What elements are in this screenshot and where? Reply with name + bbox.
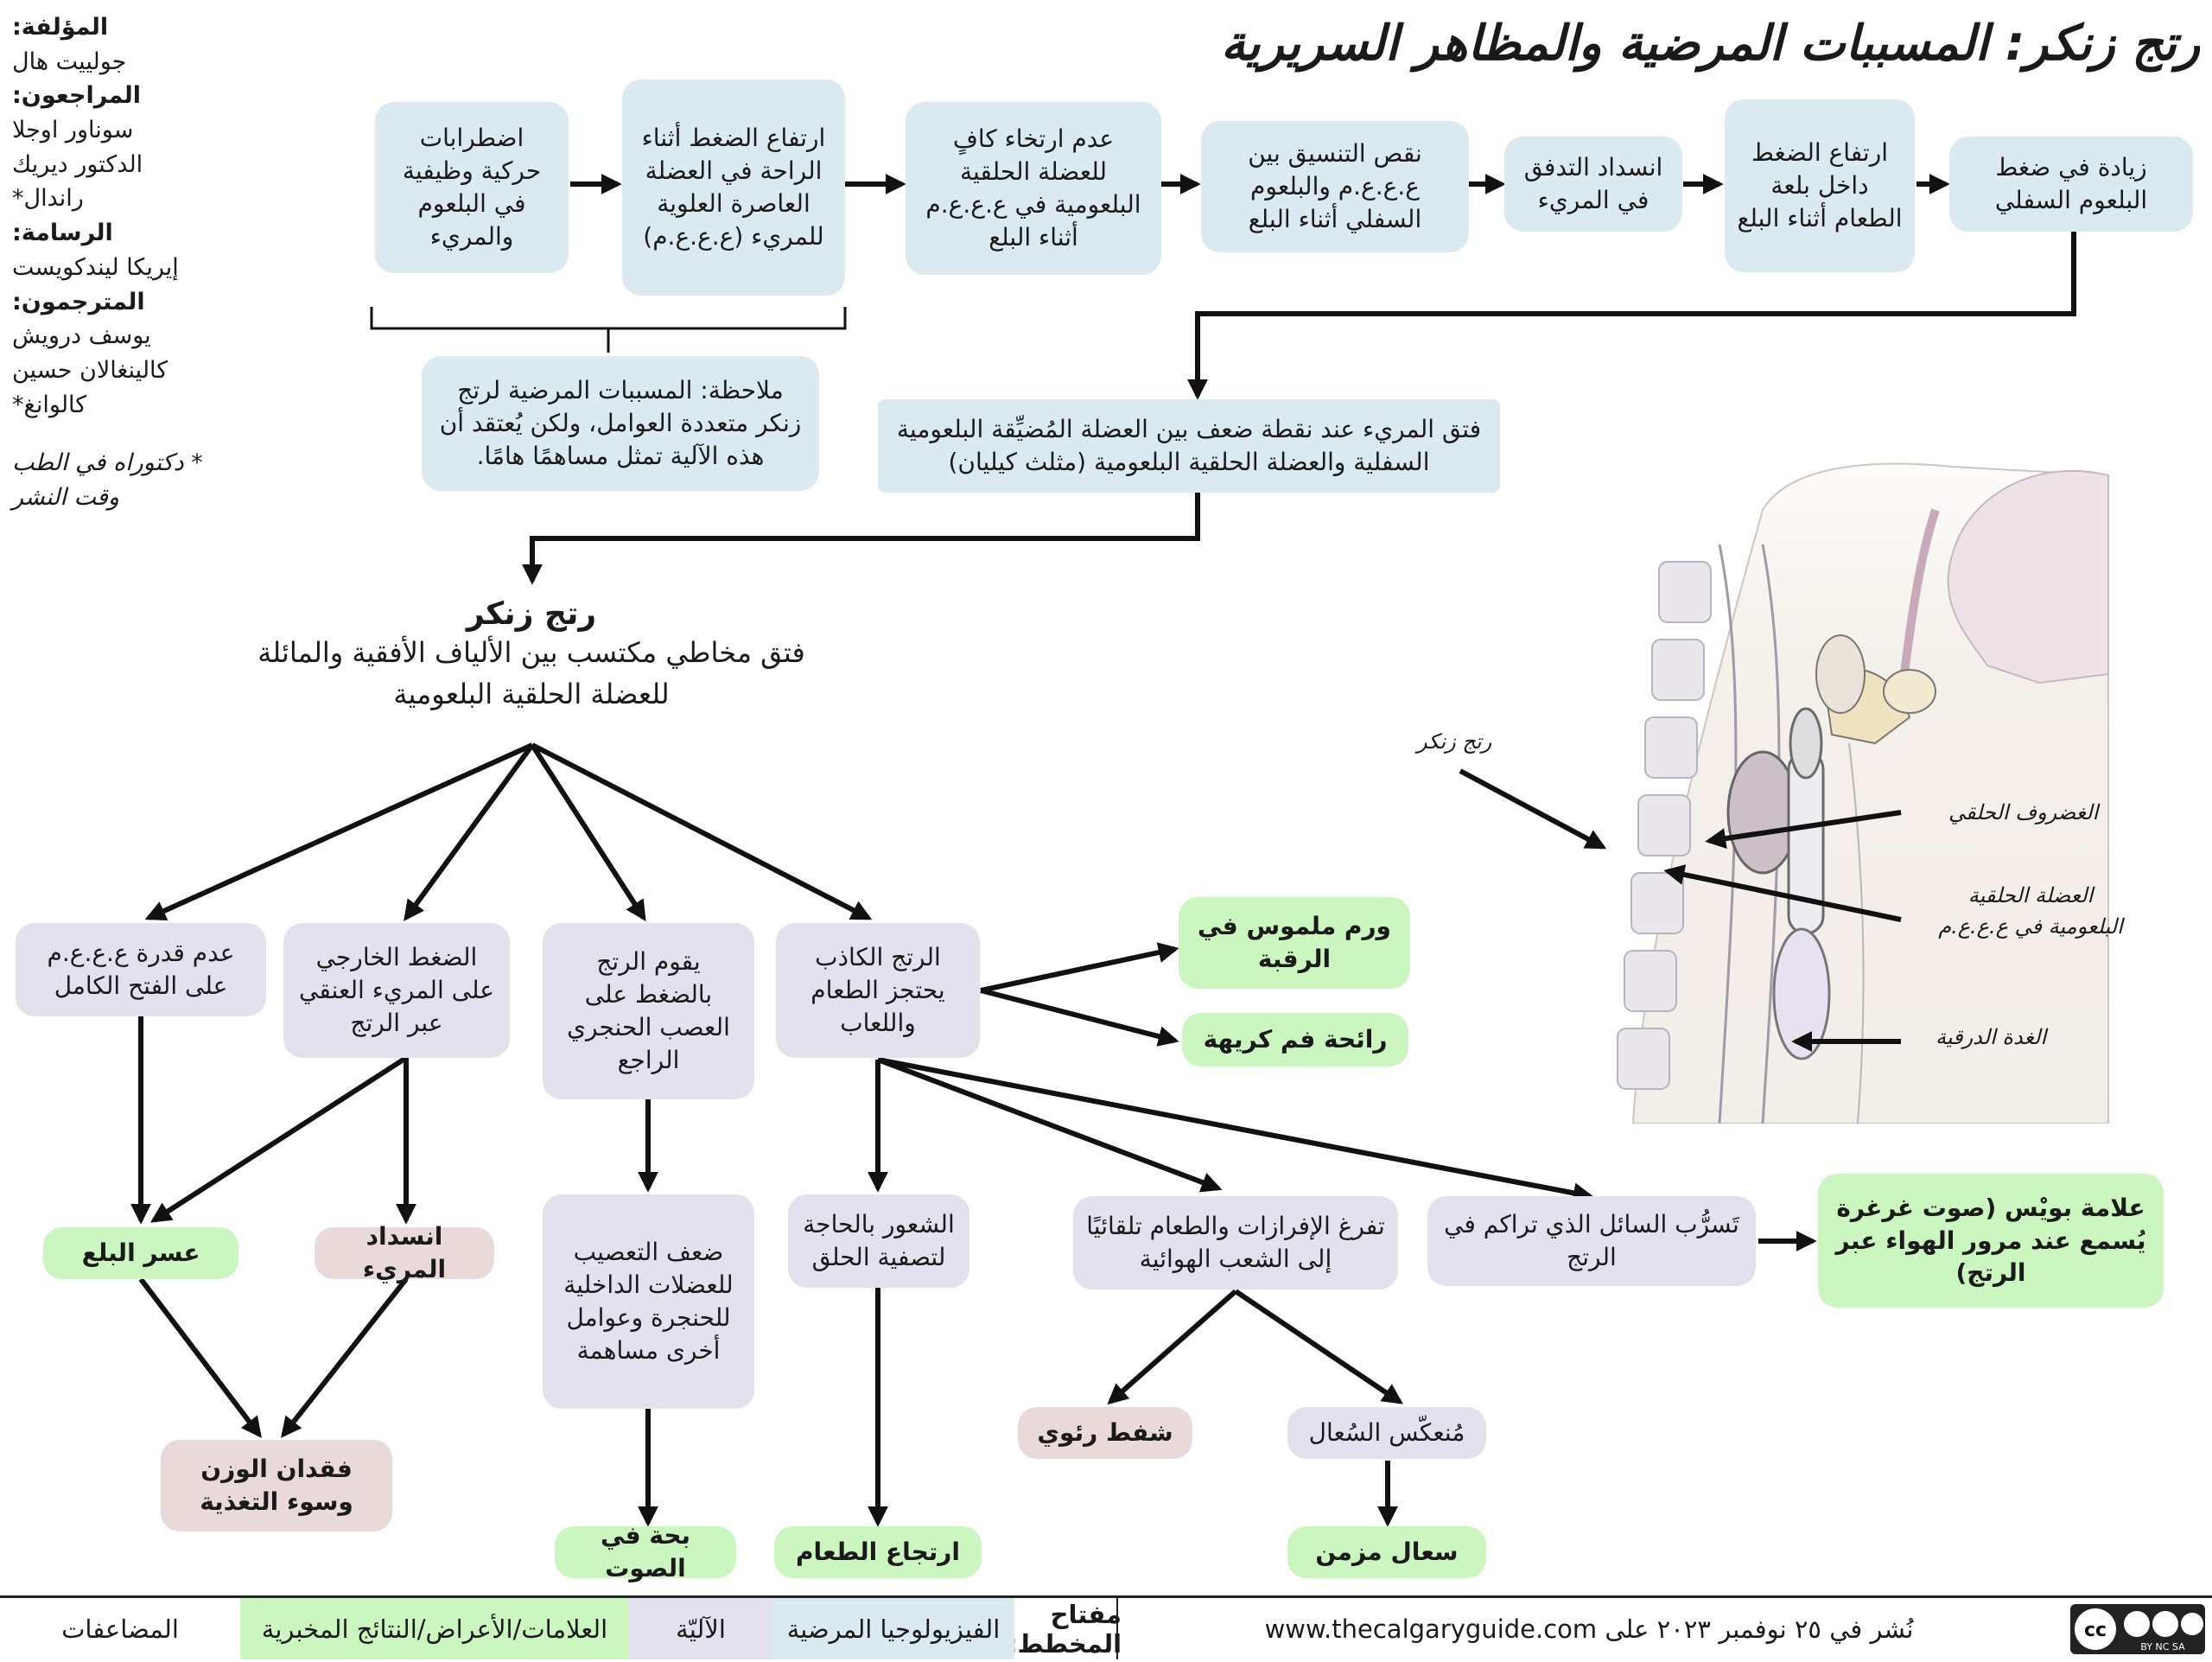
anatomy-label-line: البلعومية في ع.ع.ع.م	[1938, 914, 2123, 939]
neck-anatomy-illustration	[1617, 462, 2109, 1124]
sign-neck-mass: ورم ملموس في الرقبة	[1179, 897, 1410, 989]
credits-panel: المؤلفة: جولييت هال المراجعون: سوناور او…	[12, 10, 204, 515]
box-external-pressure: الضغط الخارجي على المريء العنقي عبر الرت…	[283, 923, 510, 1058]
box-ues-failure: عدم قدرة ع.ع.ع.م على الفتح الكامل	[16, 923, 266, 1016]
translators-label: المترجمون:	[12, 288, 145, 315]
author-label: المؤلفة:	[12, 14, 109, 41]
key-signs: العلامات/الأعراض/النتائج المخبرية	[240, 1598, 629, 1659]
sign-chronic-cough: سعال مزمن	[1287, 1526, 1486, 1578]
box-inadequate-relaxation: عدم ارتخاء كافٍ للعضلة الحلقية البلعومية…	[906, 102, 1161, 275]
reviewer-name: راندال*	[12, 185, 84, 213]
license-badge: cc BY NC SA	[2063, 1598, 2212, 1659]
complication-aspiration: شفط رئوي	[1018, 1407, 1192, 1459]
box-nerve-pressure: يقوم الرتج بالضغط على العصب الحنجري الرا…	[543, 923, 754, 1099]
svg-text:cc: cc	[2084, 1620, 2107, 1641]
sign-halitosis: رائحة فم كريهة	[1182, 1013, 1408, 1067]
sign-regurgitation: ارتجاع الطعام	[774, 1526, 982, 1578]
page-title: رتج زنكر: المسببات المرضية والمظاهر السر…	[1220, 16, 2200, 72]
anatomy-label-cricoid: الغضروف الحلقي	[1948, 800, 2099, 825]
box-false-diverticulum: الرتج الكاذب يحتجز الطعام واللعاب	[776, 923, 980, 1058]
complication-weight-loss: فقدان الوزن وسوء التغذية	[161, 1440, 392, 1531]
reviewer-name: الدكتور ديريك	[12, 150, 143, 178]
key-label: مفتاح المخطط:	[1007, 1598, 1122, 1659]
illustrator-name: إيريكا ليندكويست	[12, 253, 179, 281]
svg-text:BY NC SA: BY NC SA	[2140, 1641, 2185, 1652]
anatomy-label-zenker: رتج زنكر	[1417, 729, 1492, 754]
sign-hoarseness: بحة في الصوت	[555, 1521, 736, 1582]
box-fluid-leak: تَسرُّب السائل الذي تراكم في الرتج	[1427, 1196, 1756, 1286]
credits-note: * دكتوراه في الطب	[12, 449, 203, 477]
zenker-heading-block: رتج زنكر فتق مخاطي مكتسب بين الألياف الأ…	[207, 596, 855, 715]
box-motility-disorders: اضطرابات حركية وظيفية في البلعوم والمريء	[375, 102, 569, 273]
note-box: ملاحظة: المسببات المرضية لرتج زنكر متعدد…	[422, 356, 819, 491]
box-cough-reflex: مُنعكّس السُعال	[1287, 1407, 1486, 1459]
reviewers-label: المراجعون:	[12, 82, 142, 110]
box-denervation: ضعف التعصيب للعضلات الداخلية للحنجرة وعو…	[543, 1194, 754, 1409]
box-throat-clearing: الشعور بالحاجة لتصفية الحلق	[788, 1194, 969, 1288]
published-info: نُشر في ٢٥ نوفمبر ٢٠٢٣ على www.thecalgar…	[1116, 1598, 2060, 1659]
translator-name: كالينغالان حسين	[12, 356, 168, 384]
box-bolus-pressure: ارتفاع الضغط داخل بلعة الطعام أثناء البل…	[1725, 99, 1915, 272]
box-lower-pharynx-pressure: زيادة في ضغط البلعوم السفلي	[1949, 137, 2193, 232]
anatomy-label-line: العضلة الحلقية	[1967, 883, 2094, 907]
box-incoordination: نقص التنسيق بين ع.ع.ع.م والبلعوم السفلي …	[1201, 121, 1469, 252]
credits-note: وقت النشر	[12, 483, 119, 511]
illustration-label: الرسامة:	[12, 220, 113, 247]
reviewer-name: سوناور اوجلا	[12, 117, 134, 144]
key-mechanism: الآليّة	[629, 1598, 772, 1659]
key-complications: المضاعفات	[61, 1614, 179, 1644]
box-resting-pressure: ارتفاع الضغط أثناء الراحة في العضلة العا…	[622, 80, 845, 296]
anatomy-label-cricopharyngeus: العضلة الحلقية البلعومية في ع.ع.ع.م	[1931, 880, 2130, 942]
box-herniation-killian: فتق المريء عند نقطة ضعف بين العضلة المُض…	[878, 399, 1500, 493]
key-pathophysiology: الفيزيولوجيا المرضية	[772, 1598, 1014, 1659]
translator-name: كالوانغ*	[12, 391, 87, 418]
translator-name: يوسف درويش	[12, 322, 151, 350]
box-outflow-obstruction: انسداد التدفق في المريء	[1504, 137, 1682, 232]
zenker-description: للعضلة الحلقية البلعومية	[393, 678, 670, 710]
footer-bar: cc BY NC SA نُشر في ٢٥ نوفمبر ٢٠٢٣ على w…	[0, 1595, 2212, 1662]
zenker-description: فتق مخاطي مكتسب بين الألياف الأفقية والم…	[257, 636, 805, 669]
sign-boyce: علامة بويْس (صوت غرغرة يُسمع عند مرور ال…	[1818, 1174, 2164, 1308]
sign-dysphagia: عسر البلع	[43, 1227, 238, 1279]
box-secretions: تفرغ الإفرازات والطعام تلقائيًا إلى الشع…	[1073, 1196, 1398, 1289]
zenker-heading: رتج زنكر	[466, 596, 597, 632]
author-name: جولييت هال	[12, 48, 127, 75]
cc-license-icon: cc BY NC SA	[2070, 1603, 2205, 1654]
complication-obstruction: انسداد المريء	[315, 1222, 494, 1283]
anatomy-label-thyroid: الغدة الدرقية	[1936, 1025, 2047, 1049]
